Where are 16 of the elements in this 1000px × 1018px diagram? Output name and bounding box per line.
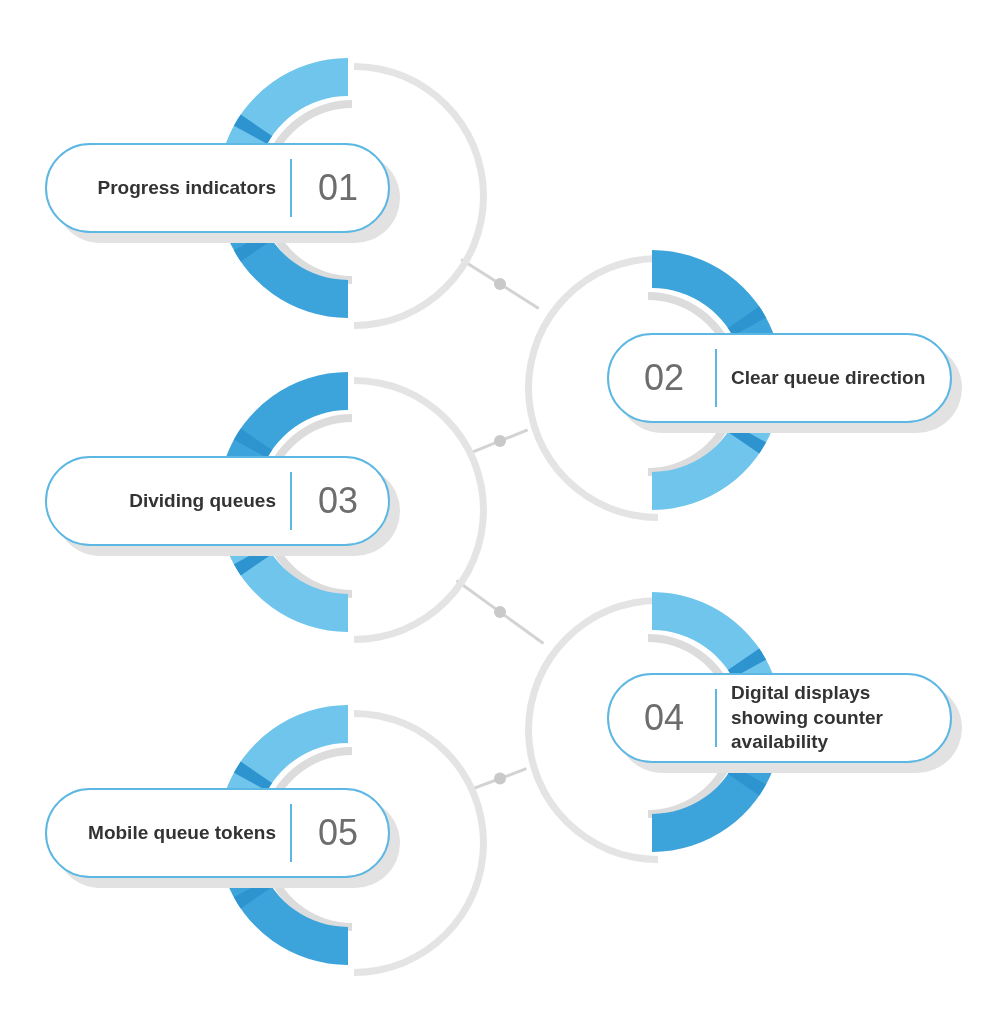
step-label: Dividing queues	[128, 488, 276, 513]
step-label: Digital displays showing counter availability	[731, 680, 884, 755]
step-label: Clear queue direction	[731, 365, 927, 390]
step-label: Mobile queue tokens	[87, 820, 276, 845]
step-ring-card	[45, 705, 486, 975]
step-number: 02	[642, 357, 685, 399]
step-ring-card	[45, 58, 486, 328]
step-label: Progress indicators	[96, 175, 276, 200]
step-number: 05	[316, 812, 359, 854]
connector-line	[473, 767, 527, 790]
step-number: 01	[316, 167, 359, 209]
connector-line	[460, 258, 540, 310]
step-number: 04	[642, 697, 685, 739]
step-ring-card	[45, 372, 486, 642]
connector-line	[471, 428, 529, 454]
step-number: 03	[316, 480, 359, 522]
